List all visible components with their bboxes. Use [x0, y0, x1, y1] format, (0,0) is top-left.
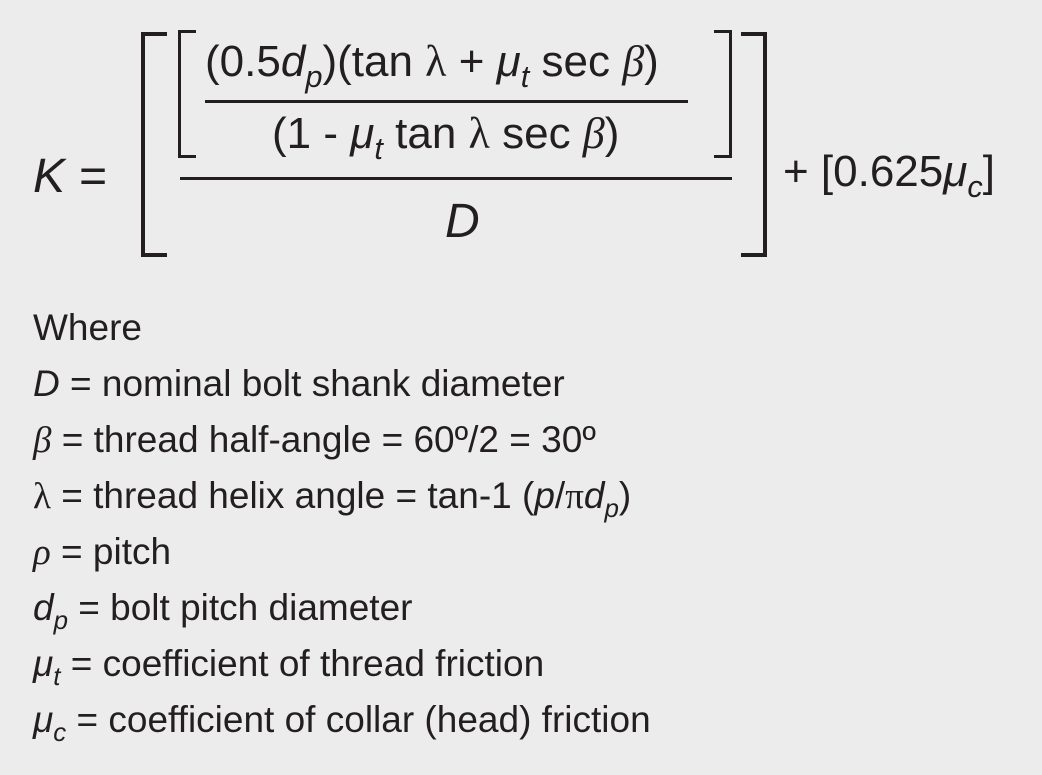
- inner-right-bracket-top: [714, 30, 732, 33]
- inner-right-bracket: [729, 30, 732, 158]
- outer-right-bracket-bottom: [741, 253, 767, 257]
- definition-mu-t: μt = coefficient of thread friction: [33, 643, 545, 692]
- formula-lhs: K =: [33, 150, 107, 203]
- definition-rho: ρ = pitch: [33, 531, 172, 573]
- inner-left-bracket: [178, 30, 181, 158]
- inner-denominator: (1 - μt tan λ sec β): [272, 109, 620, 166]
- inner-left-bracket-top: [178, 30, 196, 33]
- outer-right-bracket-top: [741, 32, 767, 36]
- definition-D: D = nominal bolt shank diameter: [33, 363, 565, 404]
- inner-left-bracket-bottom: [178, 155, 196, 158]
- outer-left-bracket-top: [141, 32, 167, 36]
- inner-right-bracket-bottom: [714, 155, 732, 158]
- main-fraction-line: [180, 177, 732, 180]
- formula: K = (0.5dp)(tan λ + μt sec β) (1 - μt ta…: [0, 0, 1042, 290]
- definition-beta: β = thread half-angle = 60º/2 = 30º: [33, 419, 596, 461]
- plus-collar-term: + [0.625μc]: [783, 147, 996, 204]
- definition-mu-c: μc = coefficient of collar (head) fricti…: [33, 699, 651, 748]
- definitions-list: Where D = nominal bolt shank diameter β …: [33, 300, 651, 748]
- outer-left-bracket: [141, 32, 145, 257]
- outer-right-bracket: [763, 32, 767, 257]
- outer-denominator: D: [445, 195, 480, 248]
- definitions-heading: Where: [33, 307, 142, 348]
- definition-lambda: λ = thread helix angle = tan-1 (p/πdp): [33, 475, 632, 524]
- definition-dp: dp = bolt pitch diameter: [33, 587, 413, 636]
- inner-fraction-line: [205, 100, 688, 103]
- outer-left-bracket-bottom: [141, 253, 167, 257]
- inner-numerator: (0.5dp)(tan λ + μt sec β): [205, 37, 659, 94]
